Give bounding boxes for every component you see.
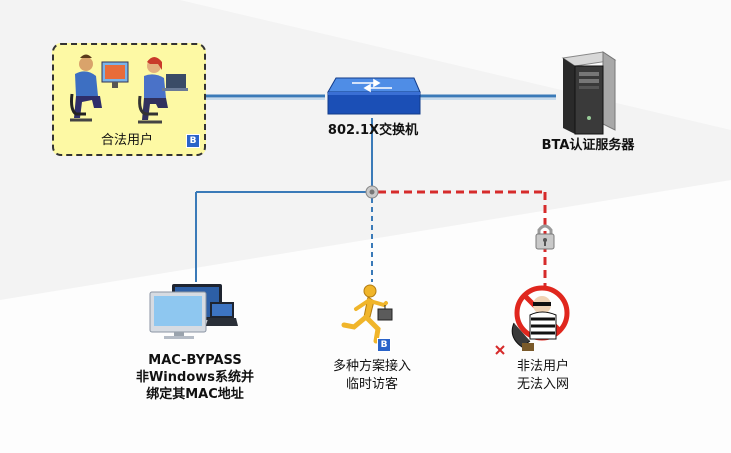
illegal-line2: 无法入网 [516,377,569,392]
b-badge-icon: B [186,134,200,148]
legal-users-label: 合法用户 [100,133,153,148]
mac-bypass-line3: 绑定其MAC地址 [146,387,244,402]
b-badge-icon: B [377,338,391,352]
legal-users-icon [70,54,188,124]
server-label: BTA认证服务器 [541,138,635,153]
mac-bypass-title: MAC-BYPASS [148,353,242,368]
switch-label: 802.1X交换机 [327,123,419,138]
switch-icon[interactable] [322,74,422,120]
guest-runner-icon[interactable] [340,283,396,349]
guest-line2: 临时访客 [345,377,398,392]
mac-bypass-line2: 非Windows系统并 [135,370,255,385]
mac-bypass-computers-icon[interactable] [148,280,240,342]
illegal-user-icon[interactable] [500,285,586,357]
guest-line1: 多种方案接入 [332,359,411,374]
error-x-icon [495,345,505,355]
lock-icon [535,224,555,250]
server-icon[interactable] [555,48,619,136]
illegal-line1: 非法用户 [516,359,569,374]
